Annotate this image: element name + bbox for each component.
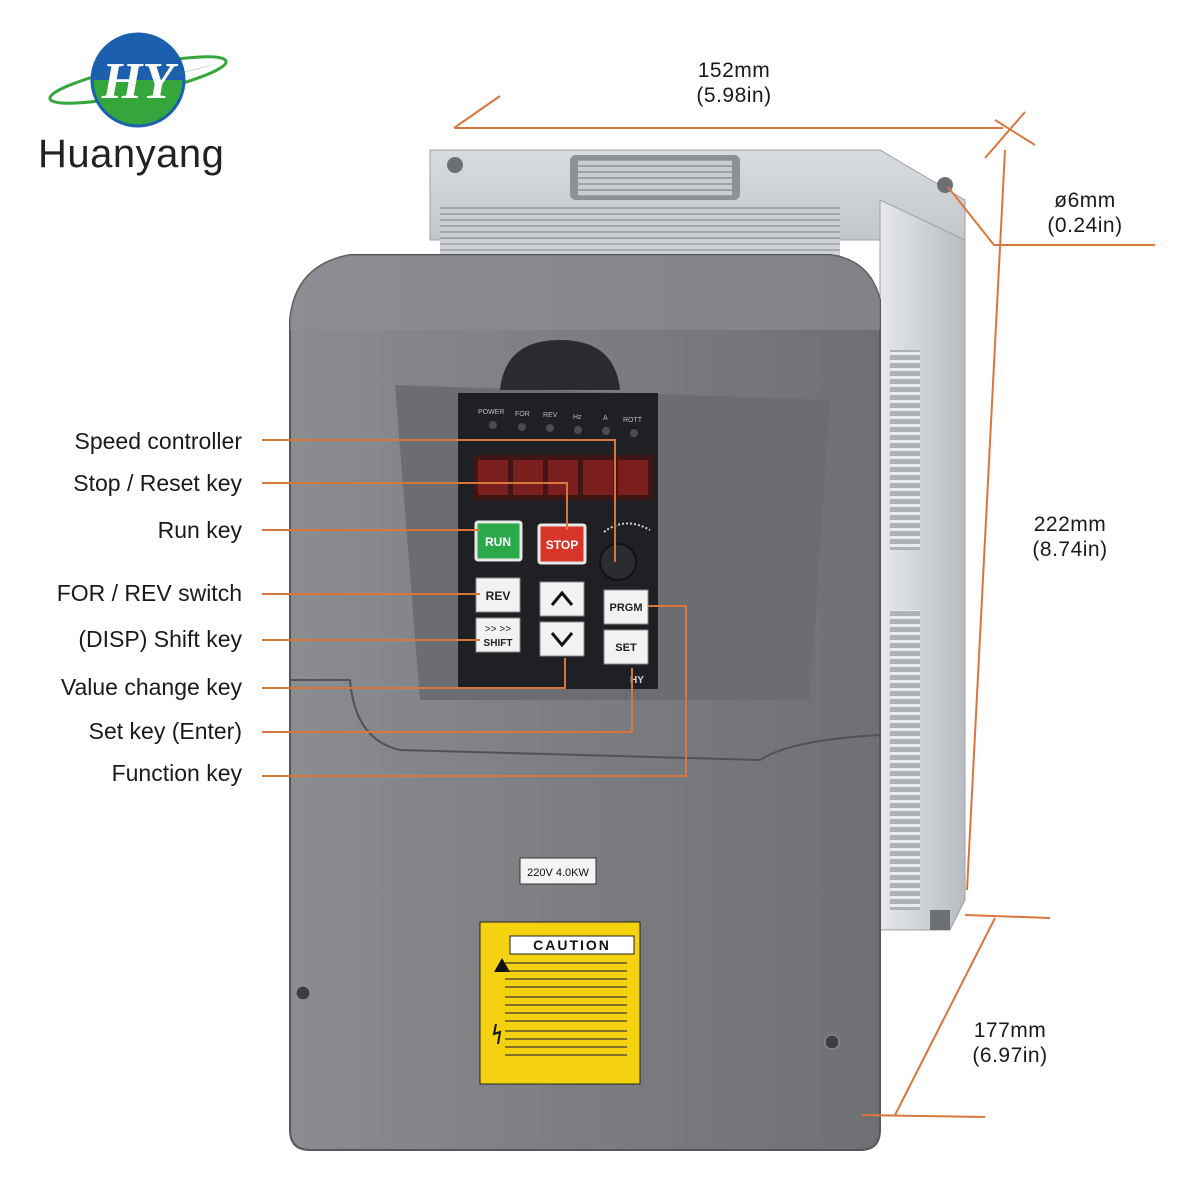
- led-label-for: FOR: [515, 411, 530, 418]
- dimension-depth: 177mm (6.97in): [935, 1018, 1085, 1068]
- dimension-lines: [453, 95, 1155, 1118]
- brand-name: Huanyang: [38, 132, 225, 176]
- chevron-down-icon: [550, 632, 574, 648]
- shift-key-label: SHIFT: [484, 638, 513, 649]
- dimension-width: 152mm (5.98in): [654, 58, 814, 108]
- rating-text: 220V 4.0KW: [527, 867, 589, 879]
- led-label-hz: Hz: [573, 414, 582, 421]
- rev-key[interactable]: REV: [475, 577, 521, 613]
- label-set-key: Set key (Enter): [88, 718, 242, 744]
- dimension-hole: ø6mm (0.24in): [1010, 188, 1160, 238]
- shift-arrows: >> >>: [485, 624, 511, 635]
- run-key-label: RUN: [485, 535, 511, 549]
- svg-text:HY: HY: [101, 53, 178, 110]
- stop-key-label: STOP: [546, 538, 578, 552]
- led-indicators: POWER FOR REV Hz A ROTT: [478, 409, 643, 437]
- huanyang-logo: HY: [48, 32, 228, 128]
- dimension-height-mm: 222mm: [1033, 513, 1107, 536]
- screw-right: [824, 1034, 840, 1050]
- led-label-power: POWER: [478, 409, 504, 416]
- rating-label: 220V 4.0KW: [519, 857, 597, 885]
- dimension-width-in: (5.98in): [696, 84, 772, 107]
- set-key-label: SET: [615, 642, 637, 654]
- led-label-a: A: [603, 415, 608, 422]
- chevron-up-icon: [550, 590, 574, 606]
- set-key[interactable]: SET: [603, 629, 649, 665]
- label-function-key: Function key: [111, 760, 242, 786]
- dimension-depth-mm: 177mm: [973, 1019, 1047, 1042]
- label-run-key: Run key: [157, 517, 242, 543]
- label-speed-controller: Speed controller: [74, 428, 243, 454]
- label-value-change-key: Value change key: [60, 674, 242, 700]
- rev-key-label: REV: [486, 589, 511, 603]
- dimension-height-in: (8.74in): [1032, 538, 1108, 561]
- down-key[interactable]: [539, 621, 585, 657]
- run-key[interactable]: RUN: [474, 520, 523, 562]
- up-key[interactable]: [539, 581, 585, 617]
- dimension-width-mm: 152mm: [697, 59, 771, 82]
- dimension-depth-in: (6.97in): [972, 1044, 1048, 1067]
- speed-controller-knob[interactable]: [599, 522, 651, 581]
- led-label-rott: ROTT: [623, 417, 643, 424]
- callout-leaders: [262, 439, 687, 777]
- side-heatsink: [879, 199, 966, 931]
- label-stop-reset-key: Stop / Reset key: [73, 470, 242, 496]
- stop-key[interactable]: STOP: [537, 523, 587, 565]
- dimension-hole-in: (0.24in): [1047, 214, 1123, 237]
- dimension-height: 222mm (8.74in): [995, 512, 1145, 562]
- label-shift-key: (DISP) Shift key: [78, 626, 242, 652]
- prgm-key[interactable]: PRGM: [603, 589, 649, 625]
- label-for-rev-switch: FOR / REV switch: [56, 580, 242, 606]
- seven-segment-display: [478, 460, 648, 495]
- caution-sticker: CAUTION: [479, 921, 641, 1085]
- led-label-rev: REV: [543, 412, 558, 419]
- prgm-key-label: PRGM: [610, 602, 643, 614]
- dimension-hole-mm: ø6mm: [1054, 189, 1116, 212]
- hy-mark: HY: [630, 675, 644, 686]
- caution-title: CAUTION: [533, 937, 611, 953]
- shift-key[interactable]: >> >> SHIFT: [475, 617, 521, 653]
- screw-left: [295, 985, 311, 1001]
